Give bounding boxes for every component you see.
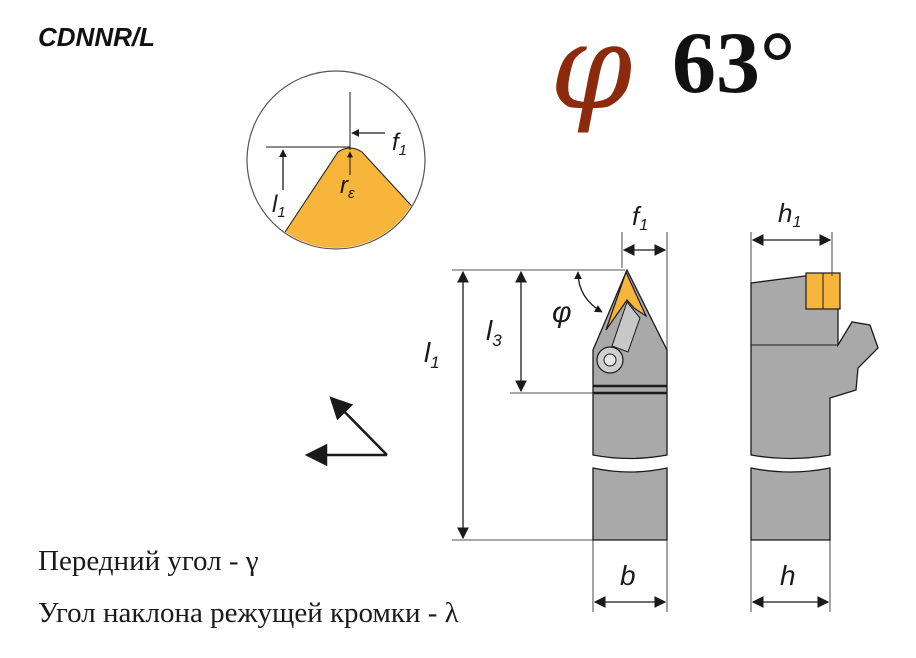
insert bbox=[605, 270, 648, 331]
nose-detail: f1 l1 rε bbox=[246, 70, 426, 250]
model-code: CDNNR/L bbox=[38, 22, 155, 52]
side-view: h1 h bbox=[750, 198, 879, 612]
insert-nose bbox=[274, 147, 421, 248]
clamp-screw-head bbox=[603, 353, 617, 367]
front-view: l1 l3 φ f1 b bbox=[424, 201, 668, 612]
side-head bbox=[750, 275, 879, 460]
phi-label: φ bbox=[552, 296, 572, 329]
approach-angle-symbol: φ bbox=[550, 0, 633, 136]
direction-arrows bbox=[304, 396, 388, 467]
l1-detail-label: l1 bbox=[272, 191, 286, 221]
rake-angle-caption: Передний угол - γ bbox=[38, 545, 259, 577]
l1-label: l1 bbox=[424, 337, 440, 372]
cutting-direction-arrow bbox=[329, 396, 388, 456]
clamp bbox=[611, 300, 641, 353]
side-shank bbox=[750, 467, 831, 541]
f1-detail-label: f1 bbox=[392, 129, 407, 159]
h-label: h bbox=[780, 560, 796, 591]
f1-label: f1 bbox=[632, 201, 648, 234]
l3-label: l3 bbox=[486, 315, 502, 350]
inclination-angle-caption: Угол наклона режущей кромки - λ bbox=[38, 597, 459, 629]
holder-shank bbox=[592, 467, 668, 541]
radius-label: rε bbox=[340, 172, 355, 202]
phi-arc bbox=[574, 271, 603, 313]
approach-angle-value: 63° bbox=[672, 15, 796, 112]
b-label: b bbox=[620, 560, 636, 591]
h1-label: h1 bbox=[778, 198, 801, 231]
